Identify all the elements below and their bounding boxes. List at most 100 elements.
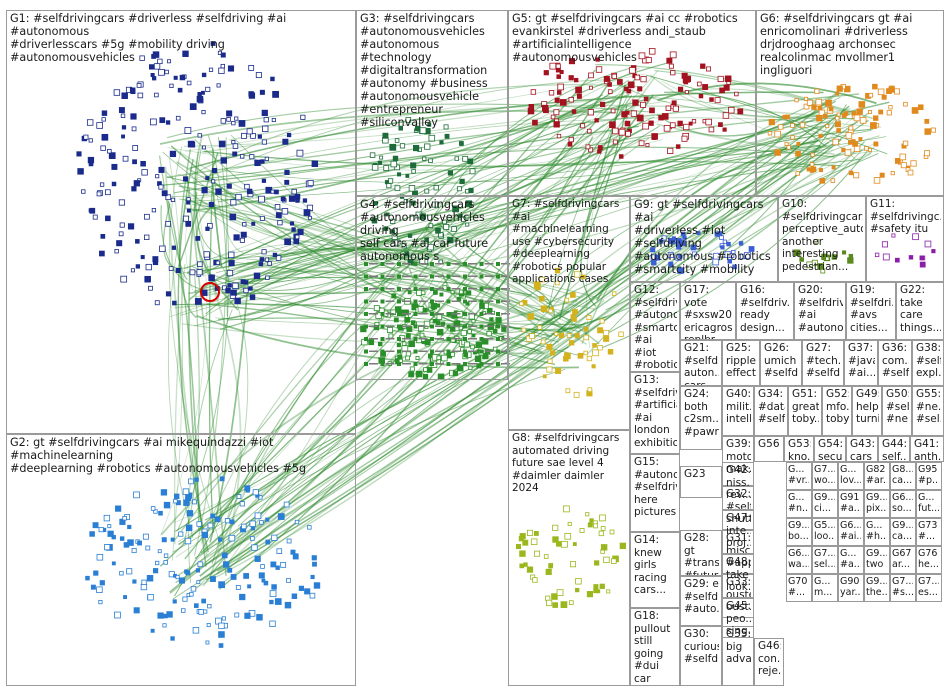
node-caption xyxy=(451,313,461,315)
node xyxy=(218,140,226,148)
node xyxy=(258,261,264,267)
small-group-box: G95 #p... xyxy=(916,462,942,490)
node xyxy=(463,274,467,279)
node xyxy=(424,188,430,194)
node xyxy=(492,329,498,334)
node xyxy=(872,83,878,90)
node xyxy=(164,69,169,75)
edge xyxy=(231,261,572,313)
node-caption xyxy=(484,313,494,315)
group-box-g44: G44: self... xyxy=(878,436,910,462)
node xyxy=(274,204,281,210)
small-group-box: G8... ca... xyxy=(890,462,916,490)
edge xyxy=(420,125,660,258)
node xyxy=(424,143,431,150)
node xyxy=(542,104,549,112)
node xyxy=(428,134,436,142)
group-box-g16: G16: #selfdriv... ready design... xyxy=(736,282,794,340)
node xyxy=(118,199,125,206)
node xyxy=(194,477,199,482)
edge xyxy=(168,146,222,547)
node xyxy=(841,147,846,153)
edge xyxy=(214,252,450,281)
node xyxy=(611,558,617,564)
node xyxy=(182,215,190,222)
node xyxy=(642,122,650,130)
node xyxy=(888,105,893,110)
node xyxy=(627,81,635,89)
node xyxy=(275,255,282,261)
node xyxy=(284,179,290,185)
group-label-g11: G11: #selfdrivingc... #safety itu xyxy=(870,198,941,235)
node xyxy=(397,274,401,279)
node xyxy=(157,549,162,554)
small-group-box: G9... bo... xyxy=(786,518,812,546)
edge xyxy=(182,272,200,545)
node xyxy=(459,178,465,185)
node xyxy=(183,499,190,506)
node-caption xyxy=(484,325,494,327)
node xyxy=(637,86,643,92)
node xyxy=(910,160,917,167)
node xyxy=(307,179,314,187)
node-caption xyxy=(385,325,395,327)
node xyxy=(364,287,368,291)
small-group-label: G9... two xyxy=(866,548,887,570)
node xyxy=(528,104,535,110)
node xyxy=(155,174,160,179)
node xyxy=(397,362,401,366)
node xyxy=(286,132,292,138)
edge xyxy=(178,152,219,267)
node xyxy=(537,325,543,330)
small-group-label: G9... ci... xyxy=(814,492,835,514)
node xyxy=(444,133,450,139)
node xyxy=(443,124,449,130)
small-group-box: G9... ci... xyxy=(812,490,838,518)
node xyxy=(438,232,444,238)
node-caption xyxy=(402,325,411,327)
group-label-g37: G37: #java #ai... xyxy=(848,342,875,379)
node xyxy=(891,233,896,238)
node xyxy=(310,574,315,580)
node xyxy=(684,90,689,95)
node xyxy=(463,299,467,304)
node xyxy=(380,312,385,316)
small-group-box: G7... wo... xyxy=(812,462,838,490)
node xyxy=(282,138,289,145)
node xyxy=(488,307,493,313)
node xyxy=(600,544,608,551)
node xyxy=(397,349,401,354)
node xyxy=(196,521,202,527)
node xyxy=(530,89,537,95)
node xyxy=(394,239,401,246)
edge xyxy=(166,103,652,139)
node xyxy=(427,122,432,127)
node xyxy=(592,349,599,357)
node xyxy=(859,117,867,124)
node xyxy=(196,95,204,103)
small-group-label: G... lov... xyxy=(840,464,861,486)
node xyxy=(446,349,451,354)
node xyxy=(894,158,901,164)
node xyxy=(496,349,500,354)
edge xyxy=(184,69,596,560)
node xyxy=(828,106,834,112)
node xyxy=(142,533,149,540)
node xyxy=(228,534,236,542)
node xyxy=(661,235,667,241)
node xyxy=(817,263,824,270)
node xyxy=(206,623,211,628)
node xyxy=(291,188,297,195)
node xyxy=(101,110,108,116)
node xyxy=(486,330,492,337)
node xyxy=(208,201,215,208)
group-label-g4: G4: #selfdrivingcars #autonomousvehicles… xyxy=(360,198,489,263)
node xyxy=(83,134,89,140)
node xyxy=(895,257,900,263)
edge xyxy=(176,161,580,333)
group-label-g16: G16: #selfdriv... ready design... xyxy=(740,284,791,334)
node xyxy=(671,100,677,106)
node xyxy=(436,314,443,320)
node xyxy=(218,581,226,589)
node xyxy=(194,298,202,305)
